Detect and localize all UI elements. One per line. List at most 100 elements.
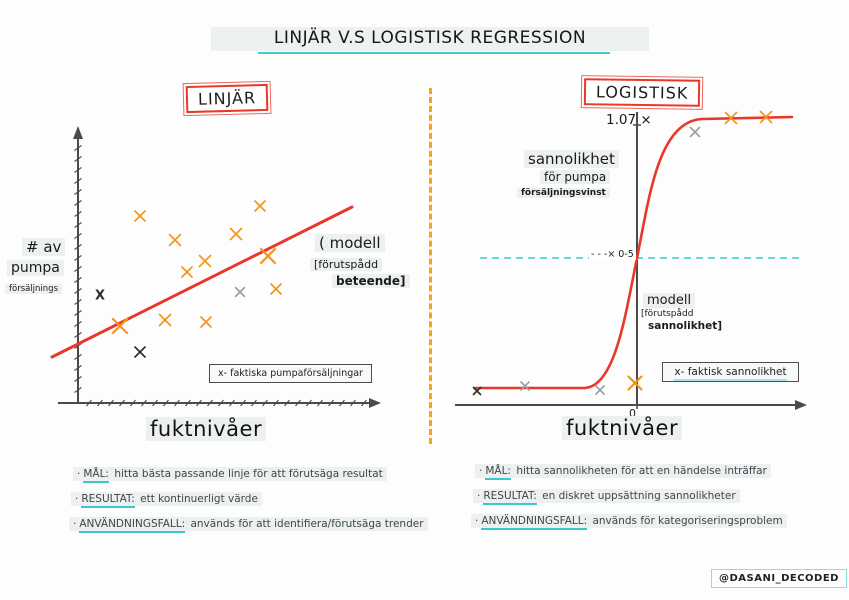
tick — [350, 399, 356, 407]
x-marker — [200, 316, 212, 328]
x-marker — [158, 313, 172, 327]
x-marker — [111, 317, 129, 335]
origin-label: 0 — [629, 407, 636, 420]
y-axis-arrow — [73, 126, 83, 139]
bullet: · — [475, 515, 479, 527]
x-marker — [234, 286, 246, 298]
tick — [119, 399, 125, 407]
tick — [74, 376, 82, 382]
linear-note-usecase: ·ANVÄNDNINGSFALL: används för att identi… — [69, 517, 428, 533]
tick — [141, 399, 147, 407]
x-marker — [724, 111, 738, 125]
linear-model-annotation-3: beteende] — [332, 274, 410, 288]
x-axis-arrow — [369, 398, 381, 408]
logistic-heading: LOGISTISK — [580, 75, 704, 110]
tick — [74, 222, 82, 228]
tick — [229, 399, 235, 407]
tick — [74, 277, 82, 283]
logistic-model-annotation-1: modell — [643, 293, 696, 308]
x-marker — [520, 381, 530, 391]
x-marker — [270, 283, 282, 295]
logistic-y-label-2: för pumpa — [540, 170, 611, 184]
tick — [74, 189, 82, 195]
regression-line — [50, 205, 354, 359]
linear-note-result: ·RESULTAT: ett kontinuerligt värde — [71, 492, 262, 508]
linear-heading: LINJÄR — [182, 80, 272, 117]
logistic-model-annotation-2: [förutspådd — [641, 309, 694, 319]
tick — [273, 399, 279, 407]
tick — [339, 399, 345, 407]
tick — [262, 399, 268, 407]
logistic-model-annotation-3: sannolikhet] — [648, 320, 723, 332]
x-marker — [259, 247, 277, 265]
tick — [74, 387, 82, 393]
linear-y-label-1: # av — [22, 238, 66, 256]
tick — [74, 288, 82, 294]
x-marker — [181, 266, 193, 278]
tick — [74, 266, 82, 272]
logistic-y-label-1: sannolikhet — [524, 150, 619, 168]
linear-model-annotation-2: [förutspådd — [310, 258, 383, 271]
tick — [218, 399, 224, 407]
tick — [163, 399, 169, 407]
tick — [74, 310, 82, 316]
note-keyword: ANVÄNDNINGSFALL: — [481, 515, 588, 530]
tick — [240, 399, 246, 407]
tick — [74, 244, 82, 250]
note-text: används för kategoriseringsproblem — [589, 515, 783, 527]
note-keyword: ANVÄNDNINGSFALL: — [79, 518, 186, 533]
linear-legend-text: x- faktiska pumpaförsäljningar — [218, 368, 363, 379]
linear-model-annotation-1: ( modell — [315, 234, 385, 252]
logistic-max-value: 1.07 × — [606, 112, 652, 128]
tick — [108, 399, 114, 407]
bullet: · — [75, 493, 79, 505]
linear-x-axis-label: fuktnivåer — [146, 417, 267, 441]
note-text: en diskret uppsättning sannolikheter — [538, 490, 736, 502]
tick — [74, 321, 82, 327]
x-marker — [759, 110, 773, 124]
note-text: hitta bästa passande linje för att förut… — [110, 468, 383, 480]
x-marker — [198, 254, 212, 268]
x-marker — [134, 346, 146, 358]
linear-legend: x- faktiska pumpaförsäljningar — [209, 364, 372, 383]
note-keyword: MÅL: — [485, 465, 511, 480]
tick — [284, 399, 290, 407]
tick — [74, 145, 82, 151]
tick — [74, 211, 82, 217]
tick — [207, 399, 213, 407]
tick — [295, 399, 301, 407]
note-keyword: MÅL: — [83, 468, 109, 483]
note-text: används för att identifiera/förutsäga tr… — [187, 518, 424, 530]
logistic-x-axis-label: fuktnivåer — [562, 416, 683, 440]
watermark-badge: @DASANI_DECODED — [711, 569, 847, 588]
threshold-label: - - -× 0-5 — [589, 249, 636, 260]
logistic-y-label-3: försäljningsvinst — [517, 188, 610, 198]
linear-y-label-3: försäljnings — [5, 284, 63, 294]
x-marker — [472, 386, 482, 396]
tick — [86, 399, 92, 407]
note-text: ett kontinuerligt värde — [136, 493, 258, 505]
logistic-regression-plot — [455, 110, 807, 410]
tick — [74, 354, 82, 360]
tick — [152, 399, 158, 407]
tick — [185, 399, 191, 407]
tick — [74, 156, 82, 162]
x-marker — [595, 385, 605, 395]
x-marker — [134, 210, 146, 222]
tick — [361, 399, 367, 407]
scatter-markers: X — [95, 200, 282, 358]
tick — [74, 332, 82, 338]
tick — [74, 233, 82, 239]
logistic-note-goal: ·MÅL: hitta sannolikheten för att en hän… — [475, 464, 771, 480]
bullet: · — [73, 518, 77, 530]
logistic-legend: x- faktisk sannolikhet — [662, 362, 799, 382]
tick — [74, 167, 82, 173]
linear-regression-plot: X — [50, 126, 381, 408]
x-marker — [254, 200, 266, 212]
logistic-note-result: ·RESULTAT: en diskret uppsättning sannol… — [473, 489, 740, 505]
x-marker — [627, 375, 643, 391]
bullet: · — [479, 465, 483, 477]
watermark-text: @DASANI_DECODED — [719, 573, 839, 584]
page-title: LINJÄR V.S LOGISTISK REGRESSION — [211, 27, 649, 51]
